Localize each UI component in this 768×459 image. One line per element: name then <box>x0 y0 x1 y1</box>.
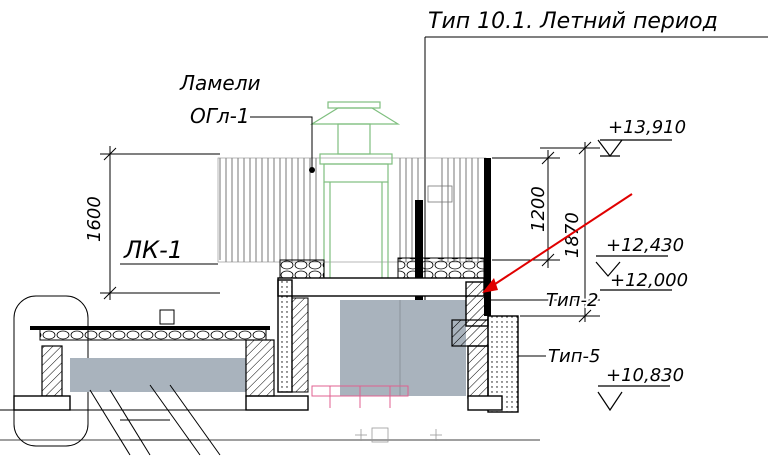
plus-marks <box>355 427 442 443</box>
dim-1870-label: 1870 <box>562 212 583 258</box>
roof-slab <box>277 277 485 297</box>
low-wall-left <box>41 345 63 397</box>
small-device <box>427 185 453 203</box>
lamels-leader <box>250 116 313 168</box>
right-frame-post <box>484 158 491 316</box>
glazing-area <box>340 300 466 396</box>
dim-1600-label: 1600 <box>84 196 105 242</box>
pink-detail <box>311 385 409 408</box>
dimension-1600 <box>100 146 220 300</box>
roof-ventilator <box>309 101 401 278</box>
small-box <box>159 309 175 325</box>
red-pointer-arrow <box>485 193 633 291</box>
low-roof-deck <box>30 326 270 330</box>
lamels-label-line1: Ламели <box>179 71 260 95</box>
dimension-1870 <box>520 141 600 323</box>
tip5-label: Тип-5 <box>548 346 600 367</box>
wall-right-step <box>451 319 489 347</box>
stair-structure <box>89 384 221 456</box>
wall-left-base <box>245 395 309 411</box>
lk-label: ЛК-1 <box>123 236 183 264</box>
wall-left-hatch <box>291 297 309 393</box>
roof-insulation-right <box>397 257 485 279</box>
elevation-marker-10830 <box>597 385 670 412</box>
wall-left-concrete <box>277 279 293 393</box>
low-wall-right <box>245 339 275 397</box>
red-pointer-arrowhead <box>482 278 498 293</box>
lamels-label-line2: ОГл-1 <box>190 104 250 128</box>
lamel-frame <box>217 157 487 263</box>
low-wall-left-base <box>13 395 71 411</box>
tip2-label: Тип-2 <box>546 290 598 311</box>
dim-1200-label: 1200 <box>528 186 549 232</box>
elevation-10830: +10,830 <box>606 365 684 386</box>
dimension-1200 <box>492 150 560 268</box>
elevation-marker-13910 <box>597 139 672 157</box>
wall-right-base <box>467 395 503 411</box>
drawing-title: Тип 10.1. Летний период <box>428 9 718 34</box>
wall-right-hatch <box>465 281 489 327</box>
elevation-marker-12430 <box>595 255 668 277</box>
roof-insulation-left <box>279 259 325 279</box>
lamels-leader-dot <box>309 167 315 173</box>
elevation-13910: +13,910 <box>608 117 686 138</box>
elevation-12430: +12,430 <box>606 235 684 256</box>
low-glazing <box>70 358 246 392</box>
wall-right-column <box>467 345 489 399</box>
elevation-12000: +12,000 <box>610 270 688 291</box>
louvre-lamels <box>219 158 479 262</box>
